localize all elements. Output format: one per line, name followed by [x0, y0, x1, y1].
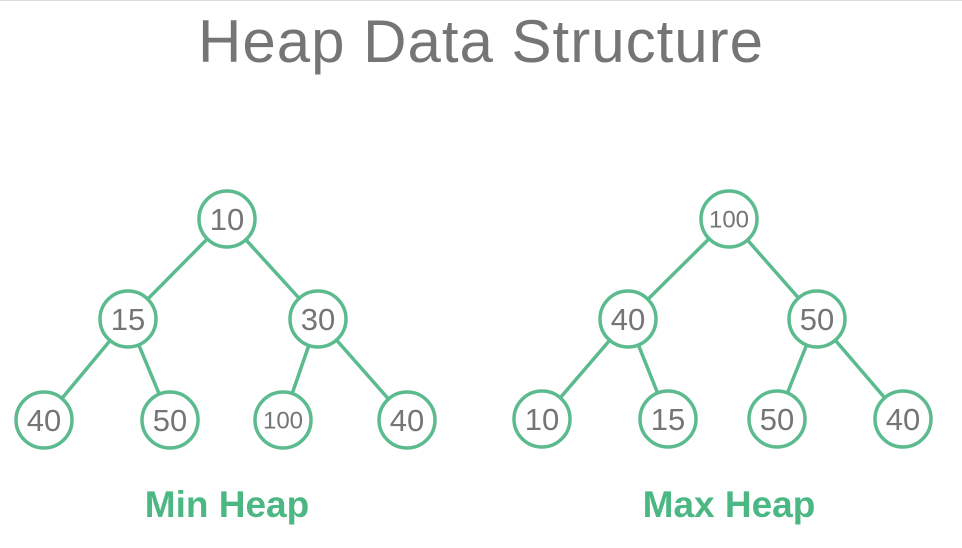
node-circle	[14, 390, 74, 450]
tree-node: 50	[140, 390, 200, 450]
max-heap-label: Max Heap	[643, 484, 816, 525]
node-value: 50	[153, 403, 187, 438]
node-value: 50	[800, 302, 834, 337]
tree-node: 40	[14, 390, 74, 450]
tree-node: 40	[598, 289, 658, 349]
page-title: Heap Data Structure	[198, 8, 764, 75]
node-value: 40	[886, 402, 920, 437]
node-circle	[140, 390, 200, 450]
node-circle	[638, 389, 698, 449]
tree-node: 30	[288, 289, 348, 349]
tree-node: 100	[253, 390, 313, 450]
tree-node: 100	[699, 189, 759, 249]
node-circle	[197, 189, 257, 249]
node-value: 30	[301, 302, 335, 337]
node-value: 10	[210, 202, 244, 237]
tree-node: 15	[98, 289, 158, 349]
tree-node: 15	[638, 389, 698, 449]
node-circle	[377, 390, 437, 450]
node-circle	[98, 289, 158, 349]
tree-node: 40	[873, 389, 933, 449]
node-value: 10	[525, 402, 559, 437]
node-value: 100	[709, 206, 749, 233]
tree-node: 50	[787, 289, 847, 349]
node-circle	[699, 189, 759, 249]
node-value: 15	[111, 302, 145, 337]
tree-node: 10	[512, 389, 572, 449]
node-value: 40	[390, 403, 424, 438]
min-heap-label: Min Heap	[145, 484, 309, 525]
node-value: 40	[27, 403, 61, 438]
node-value: 40	[611, 302, 645, 337]
node-value: 15	[651, 402, 685, 437]
node-circle	[288, 289, 348, 349]
tree-node: 10	[197, 189, 257, 249]
node-value: 50	[760, 402, 794, 437]
tree-node: 40	[377, 390, 437, 450]
node-value: 100	[263, 407, 303, 434]
min-heap-tree: 10 15 30 40 50 100	[14, 189, 437, 525]
max-heap-tree: 100 40 50 10 15 50	[512, 189, 933, 525]
node-circle	[787, 289, 847, 349]
node-circle	[747, 389, 807, 449]
node-circle	[873, 389, 933, 449]
node-circle	[512, 389, 572, 449]
node-circle	[598, 289, 658, 349]
tree-node: 50	[747, 389, 807, 449]
node-circle	[253, 390, 313, 450]
